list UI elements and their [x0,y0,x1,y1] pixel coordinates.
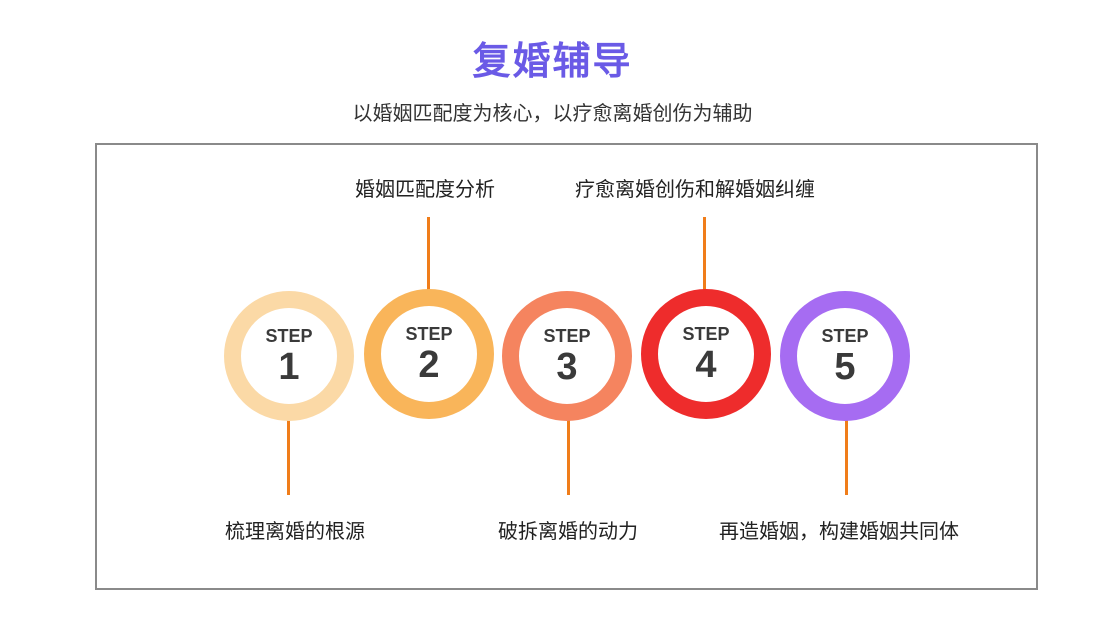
step-3-word: STEP [543,326,591,346]
step-2-label: 婚姻匹配度分析 [355,177,495,201]
step-4-circle: STEP 4 [641,289,771,419]
step-1-word: STEP [265,326,313,346]
step-5-circle: STEP 5 [780,291,910,421]
step-1-label: 梳理离婚的根源 [225,519,365,543]
step-3-connector [567,405,570,495]
step-4-number: 4 [695,344,717,386]
step-1-circle: STEP 1 [224,291,354,421]
step-1-number: 1 [278,346,300,388]
step-4-word: STEP [682,324,730,344]
step-3-circle: STEP 3 [502,291,632,421]
step-3-number: 3 [556,346,578,388]
diagram-frame [95,143,1038,590]
step-4-connector [703,217,706,297]
page-title: 复婚辅导 [472,39,633,83]
step-1-connector [287,405,290,495]
step-5-number: 5 [834,346,856,388]
page-subtitle: 以婚姻匹配度为核心，以疗愈离婚创伤为辅助 [352,101,753,125]
step-2-word: STEP [405,324,453,344]
step-2-connector [427,217,430,297]
step-5-connector [845,405,848,495]
step-4-label: 疗愈离婚创伤和解婚姻纠缠 [575,177,815,201]
step-2-number: 2 [418,344,440,386]
step-2-circle: STEP 2 [364,289,494,419]
step-5-label: 再造婚姻，构建婚姻共同体 [719,519,959,543]
step-5-word: STEP [821,326,869,346]
step-3-label: 破拆离婚的动力 [498,519,638,543]
